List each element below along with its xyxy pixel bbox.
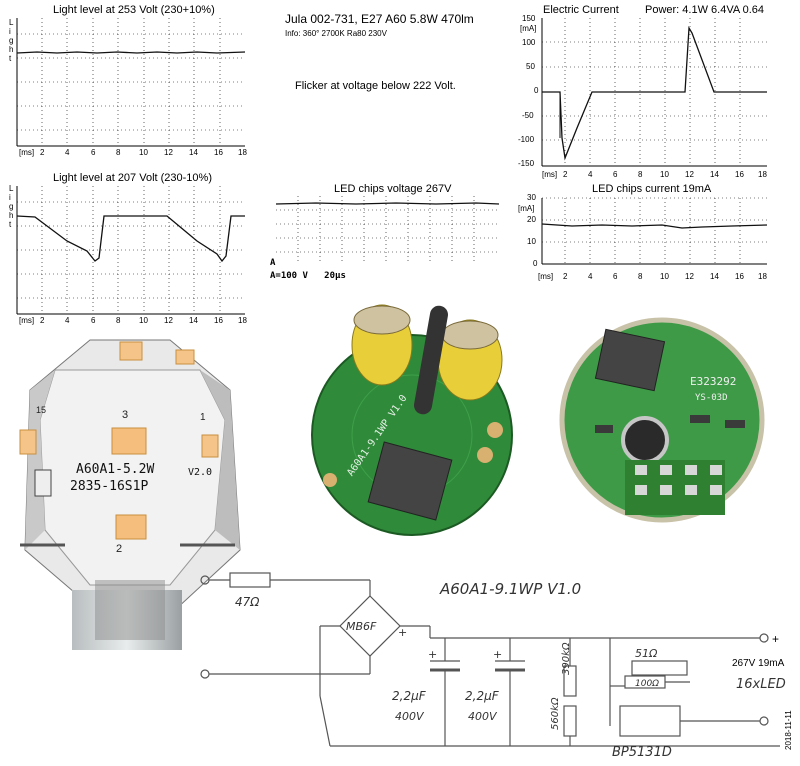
cap1-plus: + bbox=[428, 648, 437, 661]
trace-led-current bbox=[541, 223, 768, 229]
pcb-back-code: YS-03D bbox=[695, 393, 728, 403]
r100-label: 100Ω bbox=[635, 679, 659, 689]
photo-pcb-back: E323292 YS-03D bbox=[559, 317, 765, 523]
led-current-title: LED chips current 19mA bbox=[592, 183, 712, 195]
input-terminal-1 bbox=[200, 575, 210, 585]
output-terminal-led bbox=[759, 716, 769, 726]
module-label-2: 2835-16S1P bbox=[70, 479, 148, 494]
chart-current bbox=[541, 18, 767, 167]
resistor-47 bbox=[229, 572, 271, 588]
resistor-51 bbox=[631, 660, 688, 676]
ic-bp5131d bbox=[619, 705, 681, 737]
trace-253 bbox=[16, 51, 246, 54]
module-label-1: A60A1-5.2W bbox=[76, 462, 154, 477]
cap2-value: 2,2µF bbox=[465, 689, 500, 703]
chip-num-2: 2 bbox=[116, 543, 122, 555]
cap1-voltage: 400V bbox=[395, 710, 425, 723]
chart-led-current bbox=[541, 197, 768, 265]
chart-led-voltage bbox=[275, 196, 500, 264]
photo-pcb-front: A60A1-9.1WP V1.0 bbox=[311, 304, 513, 536]
led-voltage-title: LED chips voltage 267V bbox=[334, 183, 452, 195]
led-label: 16xLED bbox=[736, 677, 786, 692]
trace-current bbox=[542, 25, 767, 161]
r47-label: 47Ω bbox=[235, 595, 260, 609]
page-title: Jula 002-731, E27 A60 5.8W 470lm bbox=[285, 12, 474, 26]
output-label: 267V 19mA bbox=[732, 658, 785, 669]
schematic-title: A60A1-9.1WP V1.0 bbox=[439, 580, 581, 598]
chip-num-1: 1 bbox=[200, 412, 206, 423]
chart-title-253: Light level at 253 Volt (230+10%) bbox=[53, 4, 215, 16]
power-readout: Power: 4.1W 6.4VA 0.64 bbox=[645, 4, 765, 16]
output-terminal-plus bbox=[759, 633, 769, 643]
cap2-plus: + bbox=[493, 648, 502, 661]
schematic: A60A1-9.1WP V1.0 47Ω MB6F + + + 2,2µF 40… bbox=[200, 572, 786, 760]
cap1-value: 2,2µF bbox=[392, 689, 427, 703]
output-plus: + bbox=[772, 632, 779, 646]
ic-label: BP5131D bbox=[612, 745, 672, 760]
resistor-560k bbox=[563, 705, 577, 737]
input-terminal-2 bbox=[200, 669, 210, 679]
trace-led-voltage bbox=[275, 202, 500, 205]
photo-led-module: 3 2 1 15 A60A1-5.2W 2835-16S1P V2.0 bbox=[19, 339, 241, 650]
voltage-marker: A bbox=[270, 258, 276, 268]
r390k-label: 390kΩ bbox=[561, 642, 572, 675]
voltage-scale: A=100 V 20µs bbox=[270, 271, 346, 281]
chart-title-207: Light level at 207 Volt (230-10%) bbox=[53, 172, 212, 184]
trace-207 bbox=[16, 215, 245, 263]
info-line: Info: 360° 2700K Ra80 230V bbox=[285, 29, 387, 38]
chip-num-3: 3 bbox=[122, 409, 128, 421]
bridge-label: MB6F bbox=[346, 620, 377, 633]
chart-light-253 bbox=[16, 18, 246, 147]
cap2-voltage: 400V bbox=[468, 710, 498, 723]
r51-label: 51Ω bbox=[635, 647, 658, 660]
r560k-label: 560kΩ bbox=[550, 697, 561, 730]
current-title: Electric Current bbox=[543, 4, 619, 16]
bridge-plus: + bbox=[398, 626, 407, 639]
chart-light-207 bbox=[16, 186, 245, 315]
pcb-back-label: E323292 bbox=[690, 375, 736, 388]
flicker-note: Flicker at voltage below 222 Volt. bbox=[295, 80, 456, 92]
led-current-unit: [mA] bbox=[518, 204, 535, 213]
date-stamp: 2018-11-11 bbox=[784, 710, 793, 750]
module-version: V2.0 bbox=[188, 467, 212, 478]
chip-num-15: 15 bbox=[36, 405, 46, 415]
current-unit: [mA] bbox=[520, 24, 537, 33]
